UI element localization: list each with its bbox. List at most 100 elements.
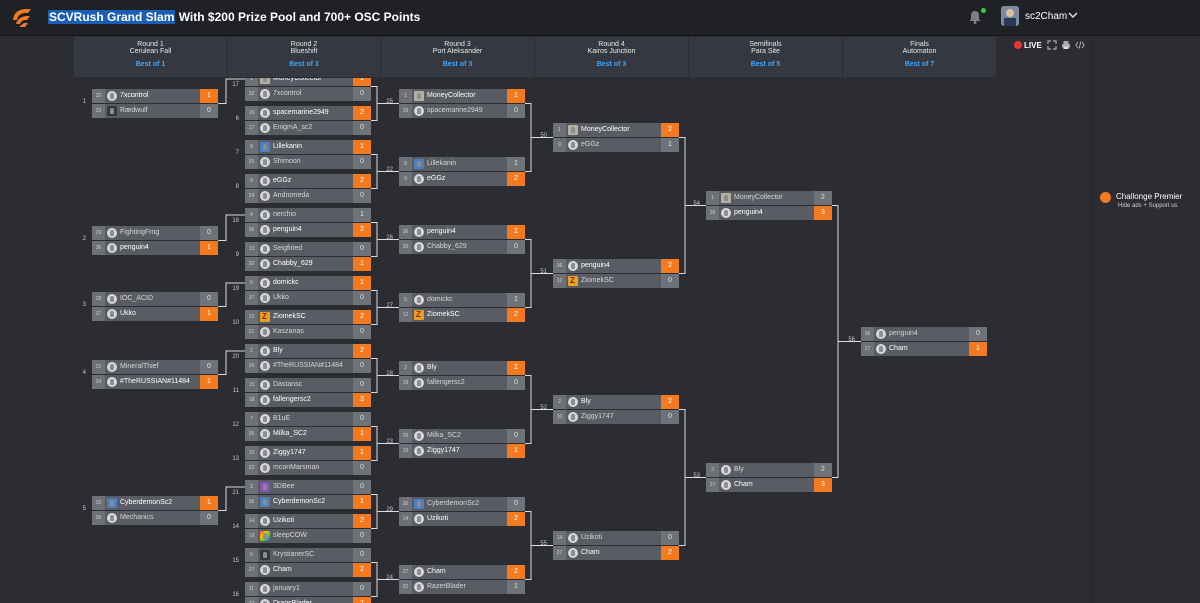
challonge-logo-icon[interactable]	[10, 6, 34, 30]
player-name[interactable]: Uzikoti	[427, 512, 503, 526]
player-name[interactable]: #TheRUSSIAN#11484	[273, 359, 349, 373]
bell-icon[interactable]	[968, 9, 982, 25]
player-name[interactable]: fallengersc2	[273, 393, 349, 407]
match-10[interactable]: 1012ZiomekSC221Kaszanas0	[245, 310, 371, 339]
player-name[interactable]: Kaszanas	[273, 325, 349, 339]
player-name[interactable]: domickc	[273, 276, 349, 290]
player-name[interactable]: Milka_SC2	[273, 427, 349, 441]
player-name[interactable]: Bly	[581, 395, 657, 409]
participant-row[interactable]: 22DragsBlader2	[245, 597, 371, 603]
player-name[interactable]: Seigfiried	[273, 242, 349, 256]
player-name[interactable]: Ziggy1747	[273, 446, 349, 460]
print-icon[interactable]	[1061, 40, 1071, 50]
player-name[interactable]: nerchio	[273, 208, 349, 222]
participant-row[interactable]: 12ZiomekSC2	[245, 310, 371, 324]
player-name[interactable]: Uzikoti	[581, 531, 657, 545]
player-name[interactable]: ZiomekSC	[427, 308, 503, 322]
player-name[interactable]: Cham	[581, 546, 657, 560]
player-name[interactable]: eGGz	[581, 138, 657, 152]
username[interactable]: sc2Cham	[1025, 11, 1067, 22]
player-name[interactable]: RazerBlader	[427, 580, 503, 594]
player-name[interactable]: Lillekanin	[273, 140, 349, 154]
player-name[interactable]: Andromeda	[273, 189, 349, 203]
player-name[interactable]: Ziggy1747	[427, 444, 503, 458]
player-name[interactable]: MineralThief	[120, 360, 196, 374]
embed-code-icon[interactable]	[1075, 40, 1085, 50]
match-27[interactable]: 275domickc112ZiomekSC2	[399, 293, 525, 322]
challonge-premier-ad[interactable]: Challonge Premier Hide ads + Support us	[1099, 191, 1193, 213]
player-name[interactable]: Cham	[734, 478, 810, 492]
player-name[interactable]: domickc	[427, 293, 503, 307]
player-name[interactable]: Rædwulf	[120, 104, 196, 118]
player-name[interactable]: MoneyCollector	[273, 78, 349, 86]
participant-row[interactable]: 12ZiomekSC2	[399, 308, 525, 322]
player-name[interactable]: Ziggy1747	[581, 410, 657, 424]
player-name[interactable]: ZiomekSC	[581, 274, 657, 288]
player-name[interactable]: DragsBlader	[273, 597, 349, 603]
player-name[interactable]: Dastansc	[273, 378, 349, 392]
match-16[interactable]: 1611january1022DragsBlader2	[245, 582, 371, 603]
player-name[interactable]: Uzikoti	[273, 514, 349, 528]
round-best-of[interactable]: Best of 7	[843, 61, 996, 68]
player-name[interactable]: penguin4	[889, 327, 965, 341]
player-name[interactable]: Chabby_629	[273, 257, 349, 271]
player-name[interactable]: Shimoon	[273, 155, 349, 169]
player-name[interactable]: Cham	[427, 565, 503, 579]
player-name[interactable]: Chabby_629	[427, 240, 503, 254]
round-best-of[interactable]: Best of 5	[689, 61, 842, 68]
player-name[interactable]: Mechanics	[120, 511, 196, 525]
